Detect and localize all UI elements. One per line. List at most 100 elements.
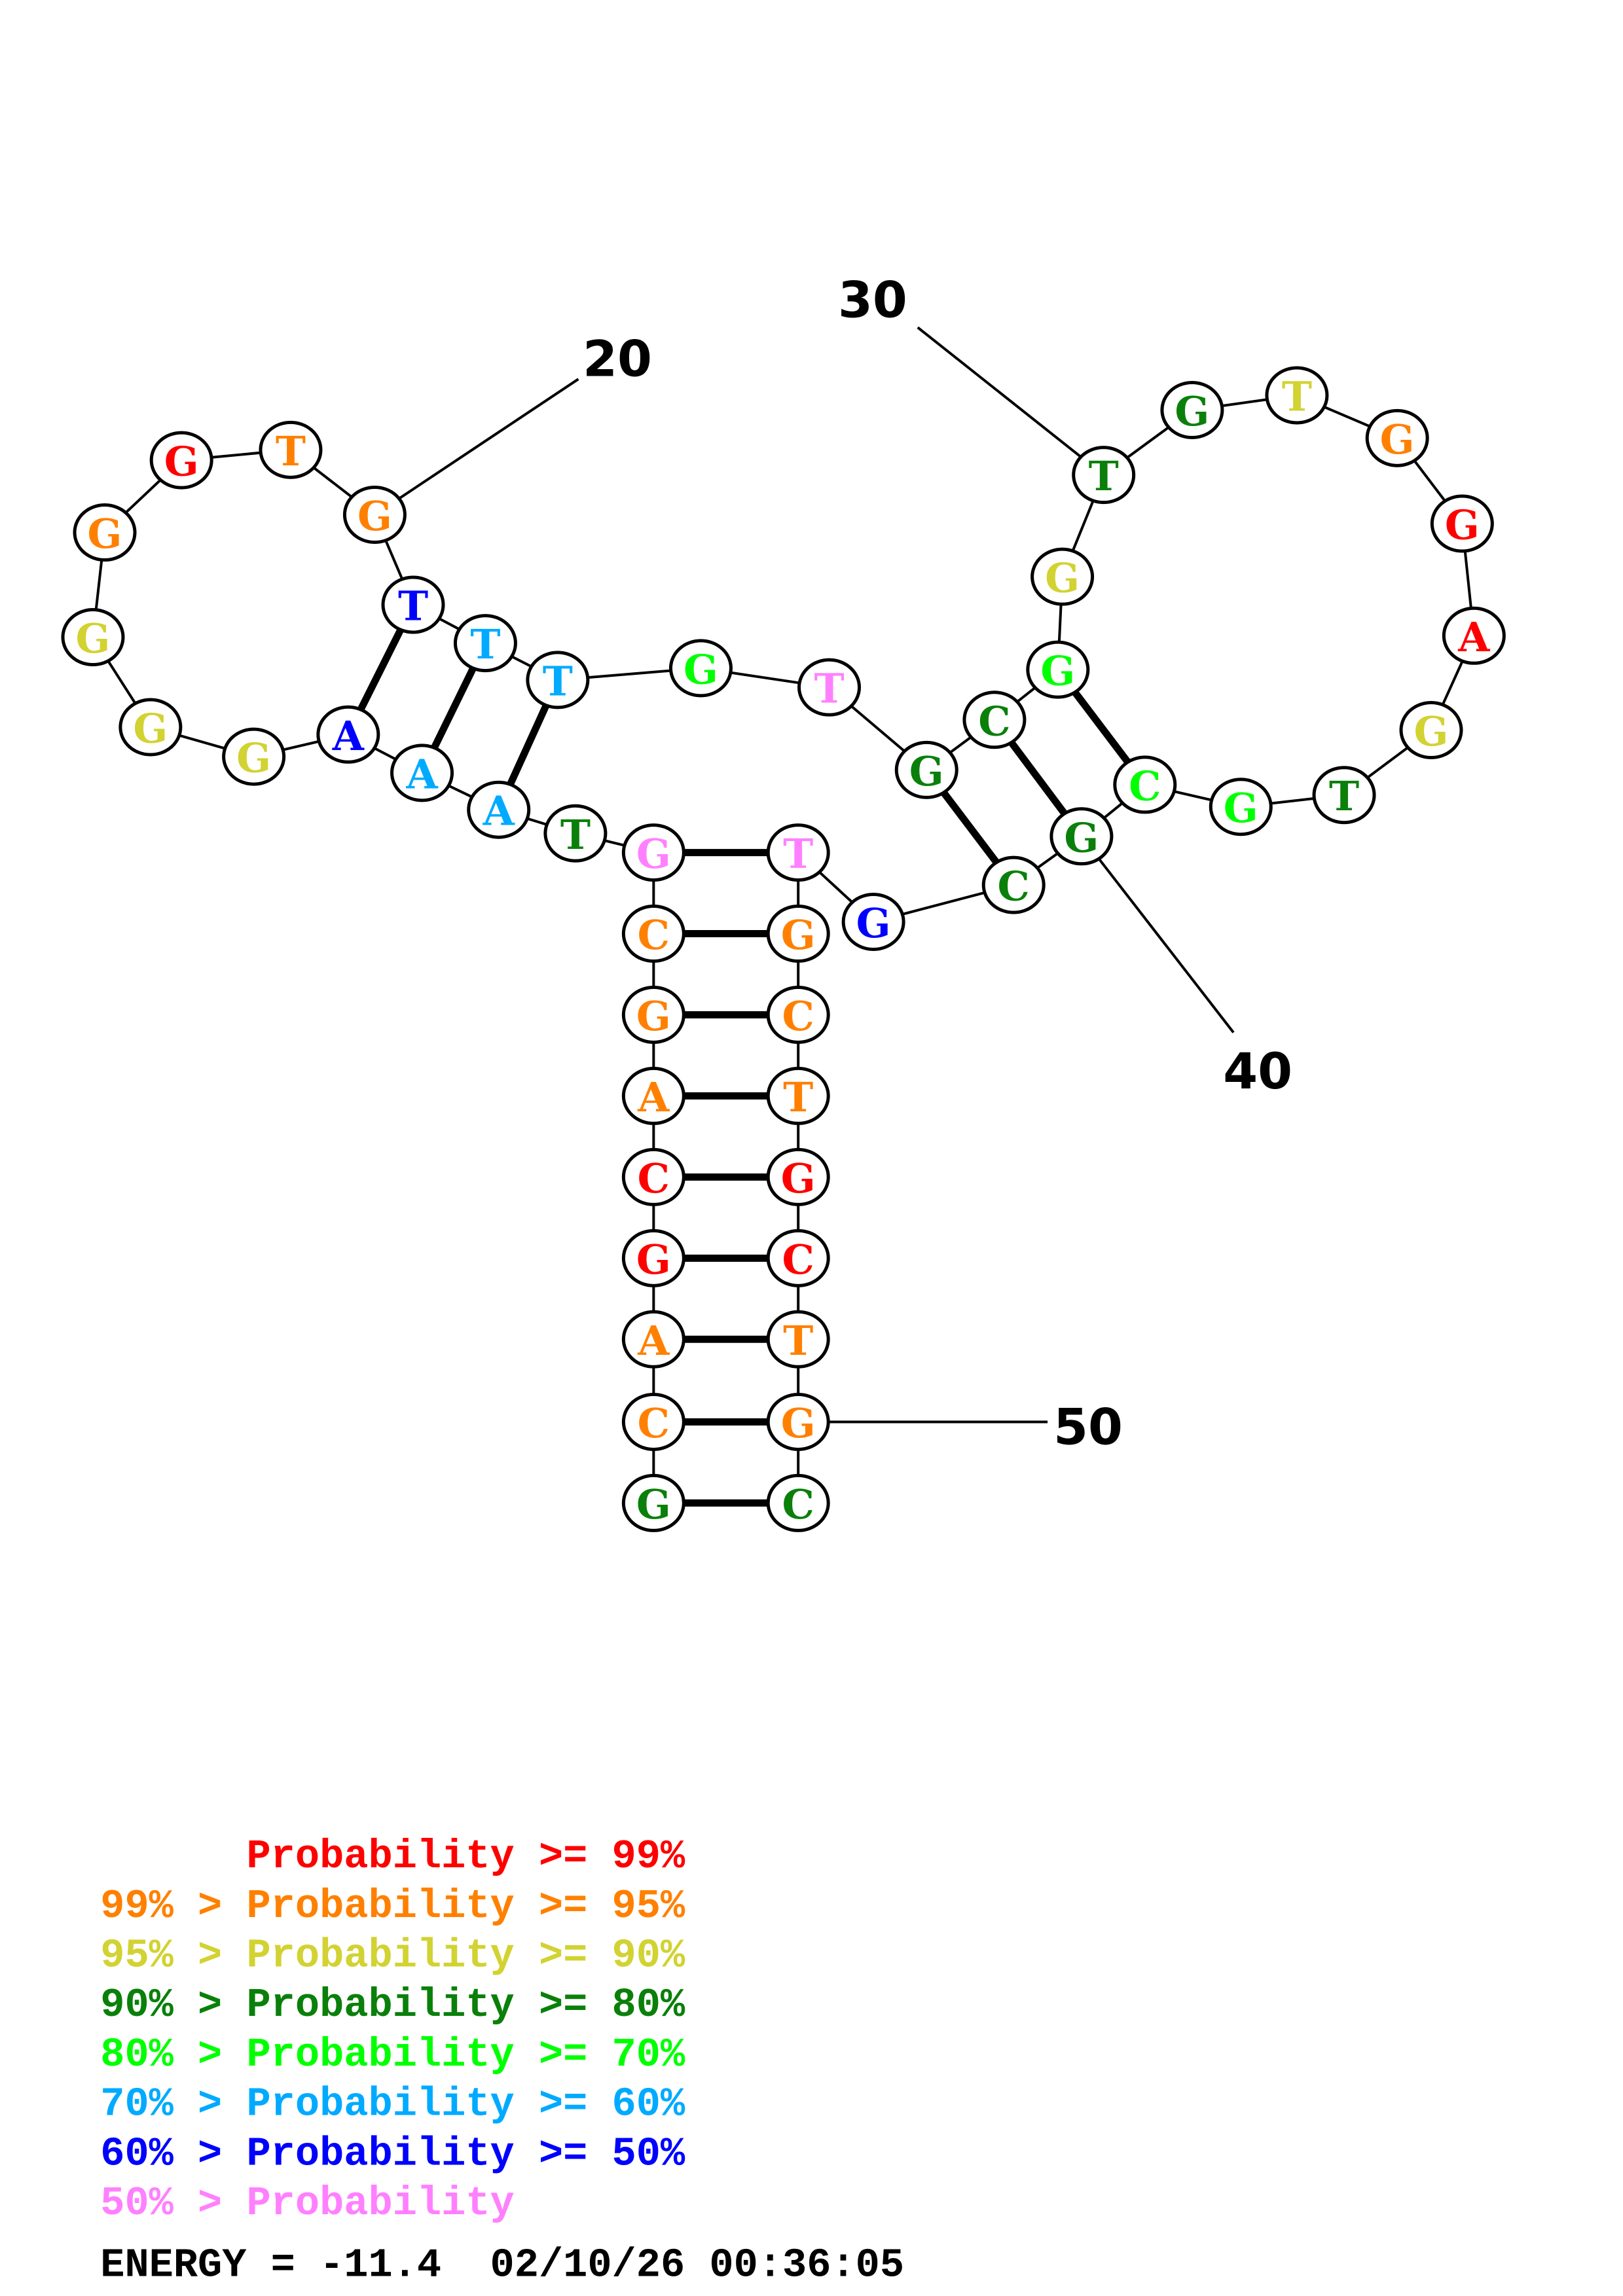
nucleotide-circle xyxy=(1312,766,1376,825)
nucleotide-circle xyxy=(1209,778,1273,836)
nucleotide-17: G xyxy=(73,503,137,562)
nucleotide-16: G xyxy=(61,608,125,667)
nucleotide-40: G xyxy=(1049,807,1114,866)
nucleotide-50: G xyxy=(766,1392,830,1451)
nucleotide-letter: G xyxy=(636,992,671,1040)
nucleotide-letter: G xyxy=(856,899,891,947)
nucleotide-42: G xyxy=(841,893,905,951)
nucleotide-circle xyxy=(766,823,830,882)
nucleotide-letter: G xyxy=(88,510,122,558)
nucleotide-19: T xyxy=(259,420,323,479)
nucleotide-circle xyxy=(962,691,1027,749)
nucleotide-circle xyxy=(149,431,213,490)
nucleotide-circle xyxy=(1113,755,1177,814)
legend-row-p70: 80% > Probability >= 70% xyxy=(100,2032,685,2078)
nucleotide-letter: T xyxy=(560,811,591,859)
nucleotide-circle xyxy=(766,985,830,1044)
nucleotide-letter: G xyxy=(1414,708,1449,755)
nucleotide-circle xyxy=(621,823,685,882)
nucleotide-circle xyxy=(390,744,454,802)
nucleotide-31: G xyxy=(1160,381,1224,440)
nucleotide-circle xyxy=(766,1066,830,1125)
nucleotide-letter: A xyxy=(483,787,515,835)
nucleotide-circle xyxy=(621,905,685,963)
nucleotide-letter: G xyxy=(1040,647,1075,695)
nucleotide-15: G xyxy=(119,698,183,757)
nucleotide-circle xyxy=(1265,366,1329,425)
nucleotide-10: T xyxy=(543,804,608,863)
nucleotide-11: A xyxy=(467,780,531,839)
nucleotide-letter: A xyxy=(332,712,365,760)
nucleotide-letter: G xyxy=(1175,387,1209,435)
nucleotide-letter: C xyxy=(782,1236,814,1283)
nucleotide-circle xyxy=(526,651,590,709)
nucleotide-35: A xyxy=(1442,606,1506,665)
position-label-40: 40 xyxy=(1223,1042,1292,1100)
nucleotide-7: G xyxy=(621,985,685,1044)
nucleotide-20: G xyxy=(342,486,407,545)
nucleotide-24: G xyxy=(668,639,733,698)
nucleotide-circle xyxy=(467,780,531,839)
nucleotide-letter: T xyxy=(783,830,813,878)
nucleotide-letter: G xyxy=(1045,554,1080,602)
nucleotide-circle xyxy=(1430,494,1494,553)
nucleotide-47: G xyxy=(766,1147,830,1206)
nucleotide-letter: A xyxy=(637,1317,670,1365)
nucleotide-18: G xyxy=(149,431,213,490)
nucleotide-39: C xyxy=(1113,755,1177,814)
nucleotide-43: T xyxy=(766,823,830,882)
nucleotide-letter: C xyxy=(978,697,1010,745)
nucleotide-letter: T xyxy=(1282,372,1312,420)
nucleotide-46: T xyxy=(766,1066,830,1125)
nucleotide-circle xyxy=(1442,606,1506,665)
legend-row-p80: 90% > Probability >= 80% xyxy=(100,1982,685,2028)
nucleotide-circle xyxy=(342,486,407,545)
nucleotide-circle xyxy=(797,658,862,717)
nucleotide-circle xyxy=(453,614,517,673)
nucleotide-circle xyxy=(766,1229,830,1287)
nucleotide-circle xyxy=(61,608,125,667)
nucleotide-circle xyxy=(119,698,183,757)
nucleotide-circle xyxy=(1072,446,1136,505)
nucleotide-37: T xyxy=(1312,766,1376,825)
nucleotide-8: C xyxy=(621,905,685,963)
nucleotide-circle xyxy=(1030,547,1095,606)
nucleotide-letter: G xyxy=(636,1480,671,1528)
nucleotide-circle xyxy=(316,705,380,764)
nucleotide-circle xyxy=(1160,381,1224,440)
nucleotide-3: A xyxy=(621,1310,685,1369)
nucleotide-2: C xyxy=(621,1392,685,1451)
nucleotide-letter: T xyxy=(783,1073,813,1121)
nucleotide-letter: C xyxy=(638,1155,670,1202)
nucleotide-circle xyxy=(621,1066,685,1125)
nucleotide-circle xyxy=(543,804,608,863)
nucleotide-letter: G xyxy=(1064,814,1099,861)
nucleotide-22: T xyxy=(453,614,517,673)
nucleotide-circle xyxy=(766,1473,830,1532)
nucleotide-letter: G xyxy=(133,705,168,753)
nucleotide-letter: T xyxy=(783,1317,813,1365)
legend-row-p50: 60% > Probability >= 50% xyxy=(100,2130,685,2177)
nucleotide-letter: C xyxy=(1129,762,1161,810)
nucleotide-letter: C xyxy=(638,911,670,959)
nucleotide-letter: G xyxy=(781,1399,816,1447)
nucleotide-letter: G xyxy=(636,1236,671,1283)
legend-row-p95: 99% > Probability >= 95% xyxy=(100,1883,685,1929)
nucleotide-6: A xyxy=(621,1066,685,1125)
nucleotide-51: C xyxy=(766,1473,830,1532)
nucleotide-letter: T xyxy=(470,620,500,668)
legend-row-p90: 95% > Probability >= 90% xyxy=(100,1932,685,1979)
nucleotide-letter: T xyxy=(276,427,306,475)
nucleotide-letter: G xyxy=(164,438,199,486)
nucleotide-41: C xyxy=(981,855,1046,914)
nucleotide-letter: C xyxy=(782,1480,814,1528)
nucleotide-circle xyxy=(668,639,733,698)
nucleotide-33: G xyxy=(1365,408,1429,467)
nucleotide-letter: G xyxy=(636,830,671,878)
nucleotide-23: T xyxy=(526,651,590,709)
nucleotide-circle xyxy=(766,1310,830,1369)
nucleotide-letter: G xyxy=(76,615,111,662)
nucleotide-30: T xyxy=(1072,446,1136,505)
nucleotide-5: C xyxy=(621,1147,685,1206)
nucleotide-circle xyxy=(73,503,137,562)
